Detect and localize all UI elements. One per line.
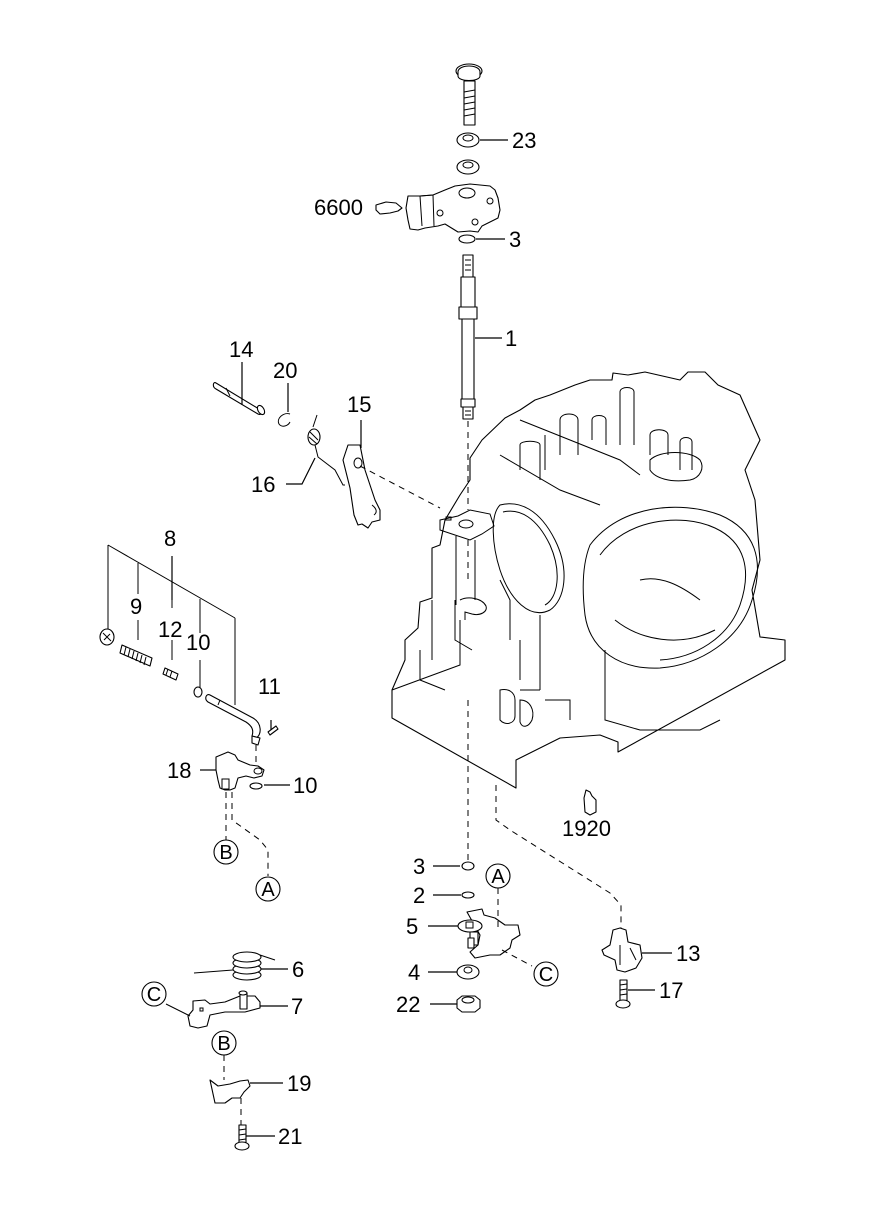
callout-11: 11 — [258, 674, 281, 699]
washer-upper — [456, 159, 480, 175]
bracket-A-dashline — [231, 792, 269, 876]
lever-dashed-line — [359, 465, 441, 509]
lever-7 — [187, 990, 261, 1029]
callout-10-lower: 10 — [293, 773, 317, 798]
svg-text:B: B — [217, 1033, 230, 1055]
o-ring-3-lower — [461, 861, 475, 871]
callout-10-upper: 10 — [186, 630, 210, 655]
washer-23 — [456, 132, 480, 148]
washer-4 — [456, 964, 480, 980]
callout-13: 13 — [676, 941, 700, 966]
bolt-17 — [615, 979, 631, 1009]
ref-marker-B-lower: B — [211, 1030, 237, 1056]
callout-6600: 6600 — [314, 195, 363, 220]
callout-20: 20 — [273, 358, 297, 383]
svg-text:B: B — [219, 842, 232, 864]
detent-C-dashline — [501, 949, 533, 967]
washer-10-upper — [193, 686, 203, 698]
callout-8: 8 — [164, 526, 176, 551]
callout-15: 15 — [347, 392, 371, 417]
callout-3-upper: 3 — [509, 227, 521, 252]
ref-marker-A-center: A — [485, 863, 511, 889]
pointer-hand-icon-1920 — [583, 789, 597, 816]
case-to-bracket-dashline — [495, 785, 622, 935]
callout-17: 17 — [659, 978, 683, 1003]
svg-text:A: A — [261, 879, 275, 901]
o-ring-3-upper — [458, 234, 476, 244]
spring-16 — [307, 414, 345, 486]
svg-text:C: C — [147, 984, 161, 1006]
transaxle-case — [391, 371, 786, 789]
snap-ring-20 — [277, 413, 291, 427]
callout-4: 4 — [408, 960, 420, 985]
callout-1: 1 — [505, 326, 517, 351]
callout-18: 18 — [167, 758, 191, 783]
washer-10-lower — [249, 782, 263, 790]
spring-12 — [162, 667, 179, 681]
ref-marker-C-left: C — [141, 981, 167, 1007]
o-ring-2 — [461, 891, 475, 899]
callout-1920: 1920 — [562, 816, 611, 841]
callout-19: 19 — [287, 1071, 311, 1096]
callout-14: 14 — [229, 337, 253, 362]
cap-part — [99, 628, 115, 646]
ref-marker-A-left: A — [255, 876, 281, 902]
spring-6 — [193, 951, 276, 981]
inhibitor-bolt — [455, 63, 483, 126]
callout-5: 5 — [406, 914, 418, 939]
manual-shift-shaft — [458, 254, 478, 420]
pin-14 — [212, 382, 266, 416]
callout-16: 16 — [251, 472, 275, 497]
ref-marker-C-center: C — [533, 961, 559, 987]
callout-7: 7 — [291, 994, 303, 1019]
spring-plate-19 — [209, 1079, 251, 1104]
svg-text:A: A — [491, 866, 505, 888]
detent-lever-5 — [457, 908, 521, 959]
parking-rod — [205, 694, 261, 746]
callout-2: 2 — [413, 883, 425, 908]
nut-22 — [456, 995, 481, 1013]
callout-6: 6 — [292, 957, 304, 982]
ref-marker-B-upper: B — [213, 839, 239, 865]
callout-9: 9 — [130, 594, 142, 619]
pointer-hand-icon-6600 — [375, 201, 403, 215]
callout-12: 12 — [158, 617, 182, 642]
inhibitor-switch — [405, 183, 501, 233]
bracket-18 — [215, 751, 265, 791]
lever-7-C-leader — [165, 1003, 191, 1017]
pin-11 — [267, 725, 279, 736]
callout-23: 23 — [512, 128, 536, 153]
leader-lines — [171, 139, 672, 1137]
svg-text:C: C — [539, 964, 553, 986]
lever-15 — [342, 444, 381, 529]
callout-22: 22 — [396, 992, 420, 1017]
bracket-13 — [601, 927, 643, 973]
callout-3-lower: 3 — [413, 854, 425, 879]
bolt-21 — [234, 1124, 250, 1151]
callout-21: 21 — [278, 1124, 302, 1149]
spring-9 — [119, 644, 153, 667]
